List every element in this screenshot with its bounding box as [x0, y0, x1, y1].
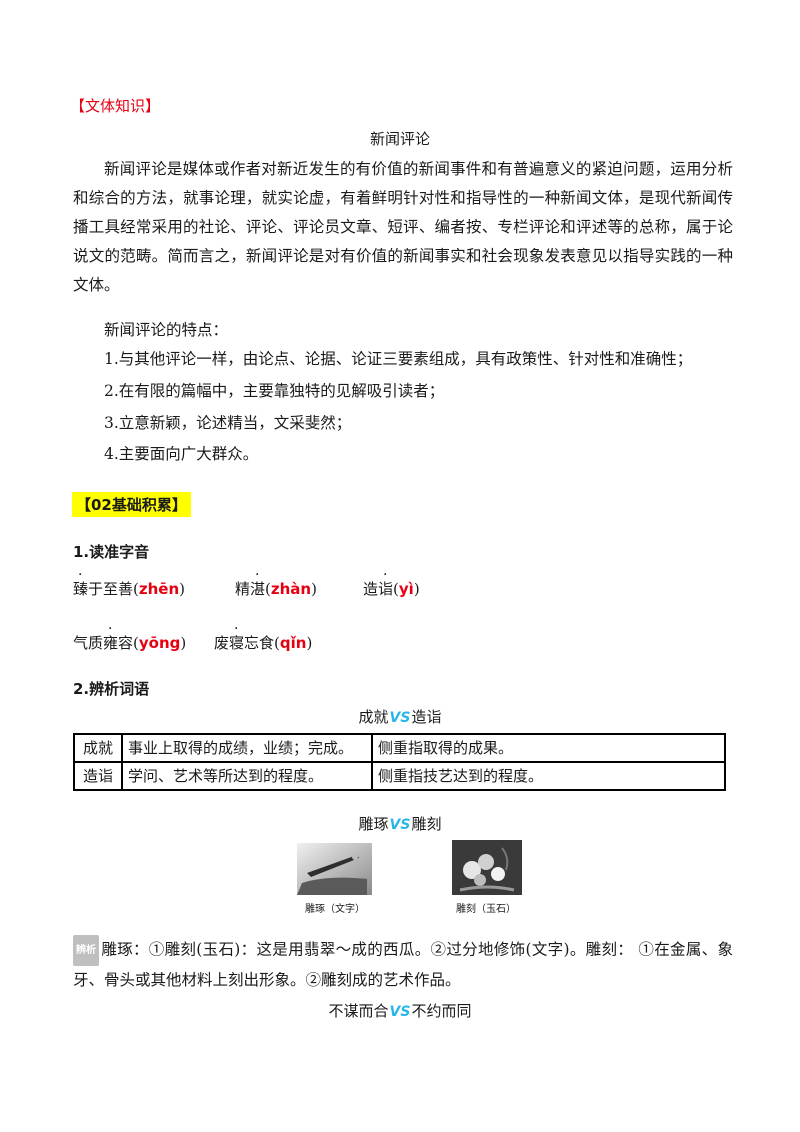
image-caption: 雕刻（玉石）: [456, 904, 516, 915]
basics-tag: 【02基础积累】: [72, 492, 191, 517]
vs-icon: VS: [389, 817, 411, 833]
genre-knowledge-tag: 【文体知识】: [70, 97, 161, 115]
analysis-paragraph: 辨析雕琢：①雕刻(玉石)：这是用翡翠～成的西瓜。②过分地修饰(文字)。雕刻： ①…: [73, 935, 733, 995]
word-pair-heading: 雕琢VS雕刻: [358, 815, 442, 833]
vs-icon: VS: [389, 710, 411, 726]
table-row: 成就 事业上取得的成绩，业绩；完成。 侧重指取得的成果。: [73, 733, 726, 763]
meaning-cell: 事业上取得的成绩，业绩；完成。: [121, 733, 373, 763]
pinyin: yōng: [138, 634, 181, 652]
word-pair-heading: 成就VS造诣: [358, 708, 442, 726]
jade-carving-image: [452, 840, 522, 895]
section-title-pronunciation: 1.读准字音: [73, 543, 150, 561]
term-cell: 造诣: [73, 761, 123, 791]
pronunciation-item: 气质雍容(yōng): [73, 632, 186, 653]
image-caption: 雕琢（文字）: [305, 904, 365, 915]
feature-item: 1.与其他评论一样，由论点、论据、论证三要素组成，具有政策性、针对性和准确性；: [104, 350, 693, 368]
features-heading: 新闻评论的特点：: [104, 321, 229, 339]
dotted-char: 寝: [229, 634, 244, 652]
note-cell: 侧重指技艺达到的程度。: [371, 761, 726, 791]
analysis-badge: 辨析: [73, 935, 99, 966]
doc-title: 新闻评论: [369, 130, 430, 148]
dotted-char: 诣: [378, 580, 393, 598]
dotted-char: 湛: [250, 580, 265, 598]
pinyin: qǐn: [279, 634, 307, 652]
term-cell: 成就: [73, 733, 123, 763]
dotted-char: 雍: [103, 634, 118, 652]
feature-item: 3.立意新颖，论述精当，文采斐然；: [104, 414, 352, 432]
pronunciation-item: 废寝忘食(qǐn): [214, 632, 312, 653]
pinyin: yì: [398, 580, 414, 598]
pronunciation-item: 精湛(zhàn): [235, 578, 317, 599]
pinyin: zhàn: [270, 580, 312, 598]
note-cell: 侧重指取得的成果。: [371, 733, 726, 763]
writing-pen-image: [297, 843, 372, 895]
comparison-table: 成就 事业上取得的成绩，业绩；完成。 侧重指取得的成果。 造诣 学问、艺术等所达…: [73, 733, 726, 791]
vs-icon: VS: [389, 1004, 411, 1020]
table-row: 造诣 学问、艺术等所达到的程度。 侧重指技艺达到的程度。: [73, 761, 726, 791]
feature-item: 4.主要面向广大群众。: [104, 445, 259, 463]
section-title-word-analysis: 2.辨析词语: [73, 680, 150, 698]
pronunciation-item: 臻于至善(zhēn): [73, 578, 185, 599]
intro-paragraph: 新闻评论是媒体或作者对新近发生的有价值的新闻事件和有普遍意义的紧迫问题，运用分析…: [73, 160, 733, 294]
dotted-char: 臻: [73, 580, 88, 598]
pronunciation-item: 造诣(yì): [363, 578, 420, 599]
feature-item: 2.在有限的篇幅中，主要靠独特的见解吸引读者；: [104, 382, 445, 400]
meaning-cell: 学问、艺术等所达到的程度。: [121, 761, 373, 791]
word-pair-heading: 不谋而合VS不约而同: [328, 1002, 472, 1020]
pinyin: zhēn: [138, 580, 180, 598]
